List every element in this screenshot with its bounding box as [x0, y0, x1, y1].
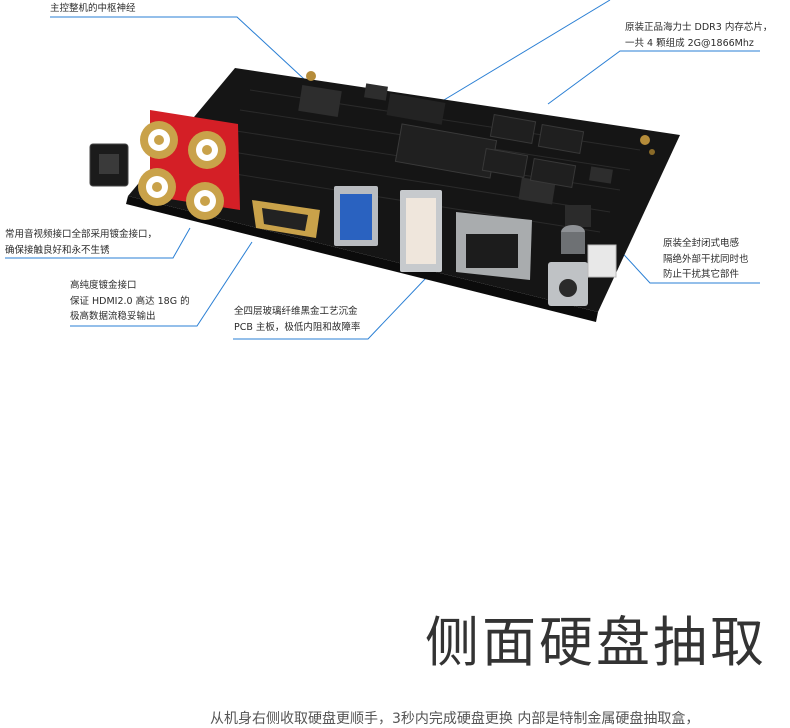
- callout-inductor: 原装全封闭式电感 隔绝外部干扰同时也 防止干扰其它部件: [663, 236, 749, 283]
- callout-av-ports: 常用音视频接口全部采用镀金接口， 确保接触良好和永不生锈: [5, 227, 157, 258]
- callout-hdmi-line1: 高纯度镀金接口: [70, 280, 137, 291]
- callout-cpu: 主控整机的中枢神经: [50, 1, 136, 17]
- callout-hdmi: 高纯度镀金接口 保证 HDMI2.0 高达 18G 的 极高数据流稳妥输出: [70, 278, 190, 325]
- ddr-chips: [481, 113, 585, 189]
- callout-inductor-line1: 原装全封闭式电感: [663, 238, 740, 249]
- callout-inductor-line2: 隔绝外部干扰同时也: [663, 253, 749, 265]
- section-headline: 侧面硬盘抽取: [425, 611, 767, 674]
- callout-ddr: 原装正品海力士 DDR3 内存芯片， 一共 4 颗组成 2G@1866Mhz: [625, 20, 772, 51]
- callout-lines: [5, 0, 760, 340]
- callout-pcb-line2: PCB 主板，极低内阻和故障率: [234, 321, 361, 333]
- callout-hdmi-line2: 保证 HDMI2.0 高达 18G 的: [70, 295, 190, 307]
- callout-pcb-line1: 全四层玻璃纤维黑金工艺沉金: [234, 306, 358, 317]
- inductor: [565, 205, 591, 227]
- callout-ddr-line2: 一共 4 颗组成 2G@1866Mhz: [625, 37, 754, 49]
- power-connector: [587, 244, 617, 278]
- callout-av-line1: 常用音视频接口全部采用镀金接口，: [5, 229, 158, 240]
- rca-jacks: [138, 121, 226, 220]
- callout-ddr-line1: 原装正品海力士 DDR3 内存芯片，: [625, 22, 773, 33]
- callout-cpu-text: 主控整机的中枢神经: [50, 3, 136, 14]
- section-subline: 从机身右侧收取硬盘更顺手，3秒内完成硬盘更换 内部是特制金属硬盘抽取盒，: [210, 711, 700, 727]
- callout-av-line2: 确保接触良好和永不生锈: [5, 244, 110, 256]
- callout-hdmi-line3: 极高数据流稳妥输出: [70, 311, 156, 322]
- callout-pcb: 全四层玻璃纤维黑金工艺沉金 PCB 主板，极低内阻和故障率: [234, 304, 360, 335]
- callout-inductor-line3: 防止干扰其它部件: [663, 269, 740, 280]
